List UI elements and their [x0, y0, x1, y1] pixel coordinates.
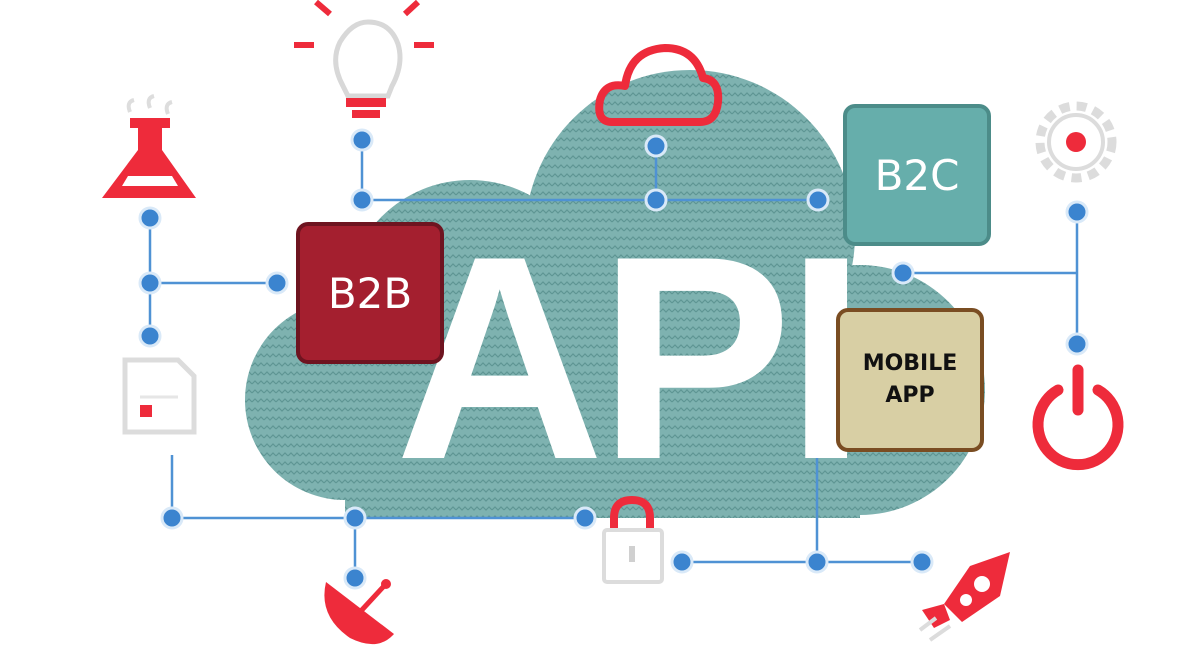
mobile-app-label-line1: MOBILE	[862, 351, 958, 376]
mobile-app-box: MOBILE APP	[836, 308, 984, 452]
power-icon	[1032, 364, 1124, 471]
satellite-dish-icon	[324, 579, 394, 645]
rocket-icon	[918, 552, 1010, 642]
b2b-box: B2B	[296, 222, 444, 364]
b2c-label: B2C	[874, 150, 960, 200]
mobile-app-label-line2: APP	[885, 383, 935, 408]
api-title: API	[395, 196, 866, 520]
b2b-label: B2B	[327, 268, 413, 318]
gear-icon	[1035, 101, 1117, 183]
padlock-icon	[602, 495, 664, 584]
lightbulb-icon	[294, 0, 434, 118]
b2c-box: B2C	[843, 104, 991, 246]
cloud-icon	[595, 44, 723, 126]
document-icon	[122, 357, 197, 435]
connector-nodes	[138, 128, 1089, 590]
flask-icon	[102, 94, 196, 198]
